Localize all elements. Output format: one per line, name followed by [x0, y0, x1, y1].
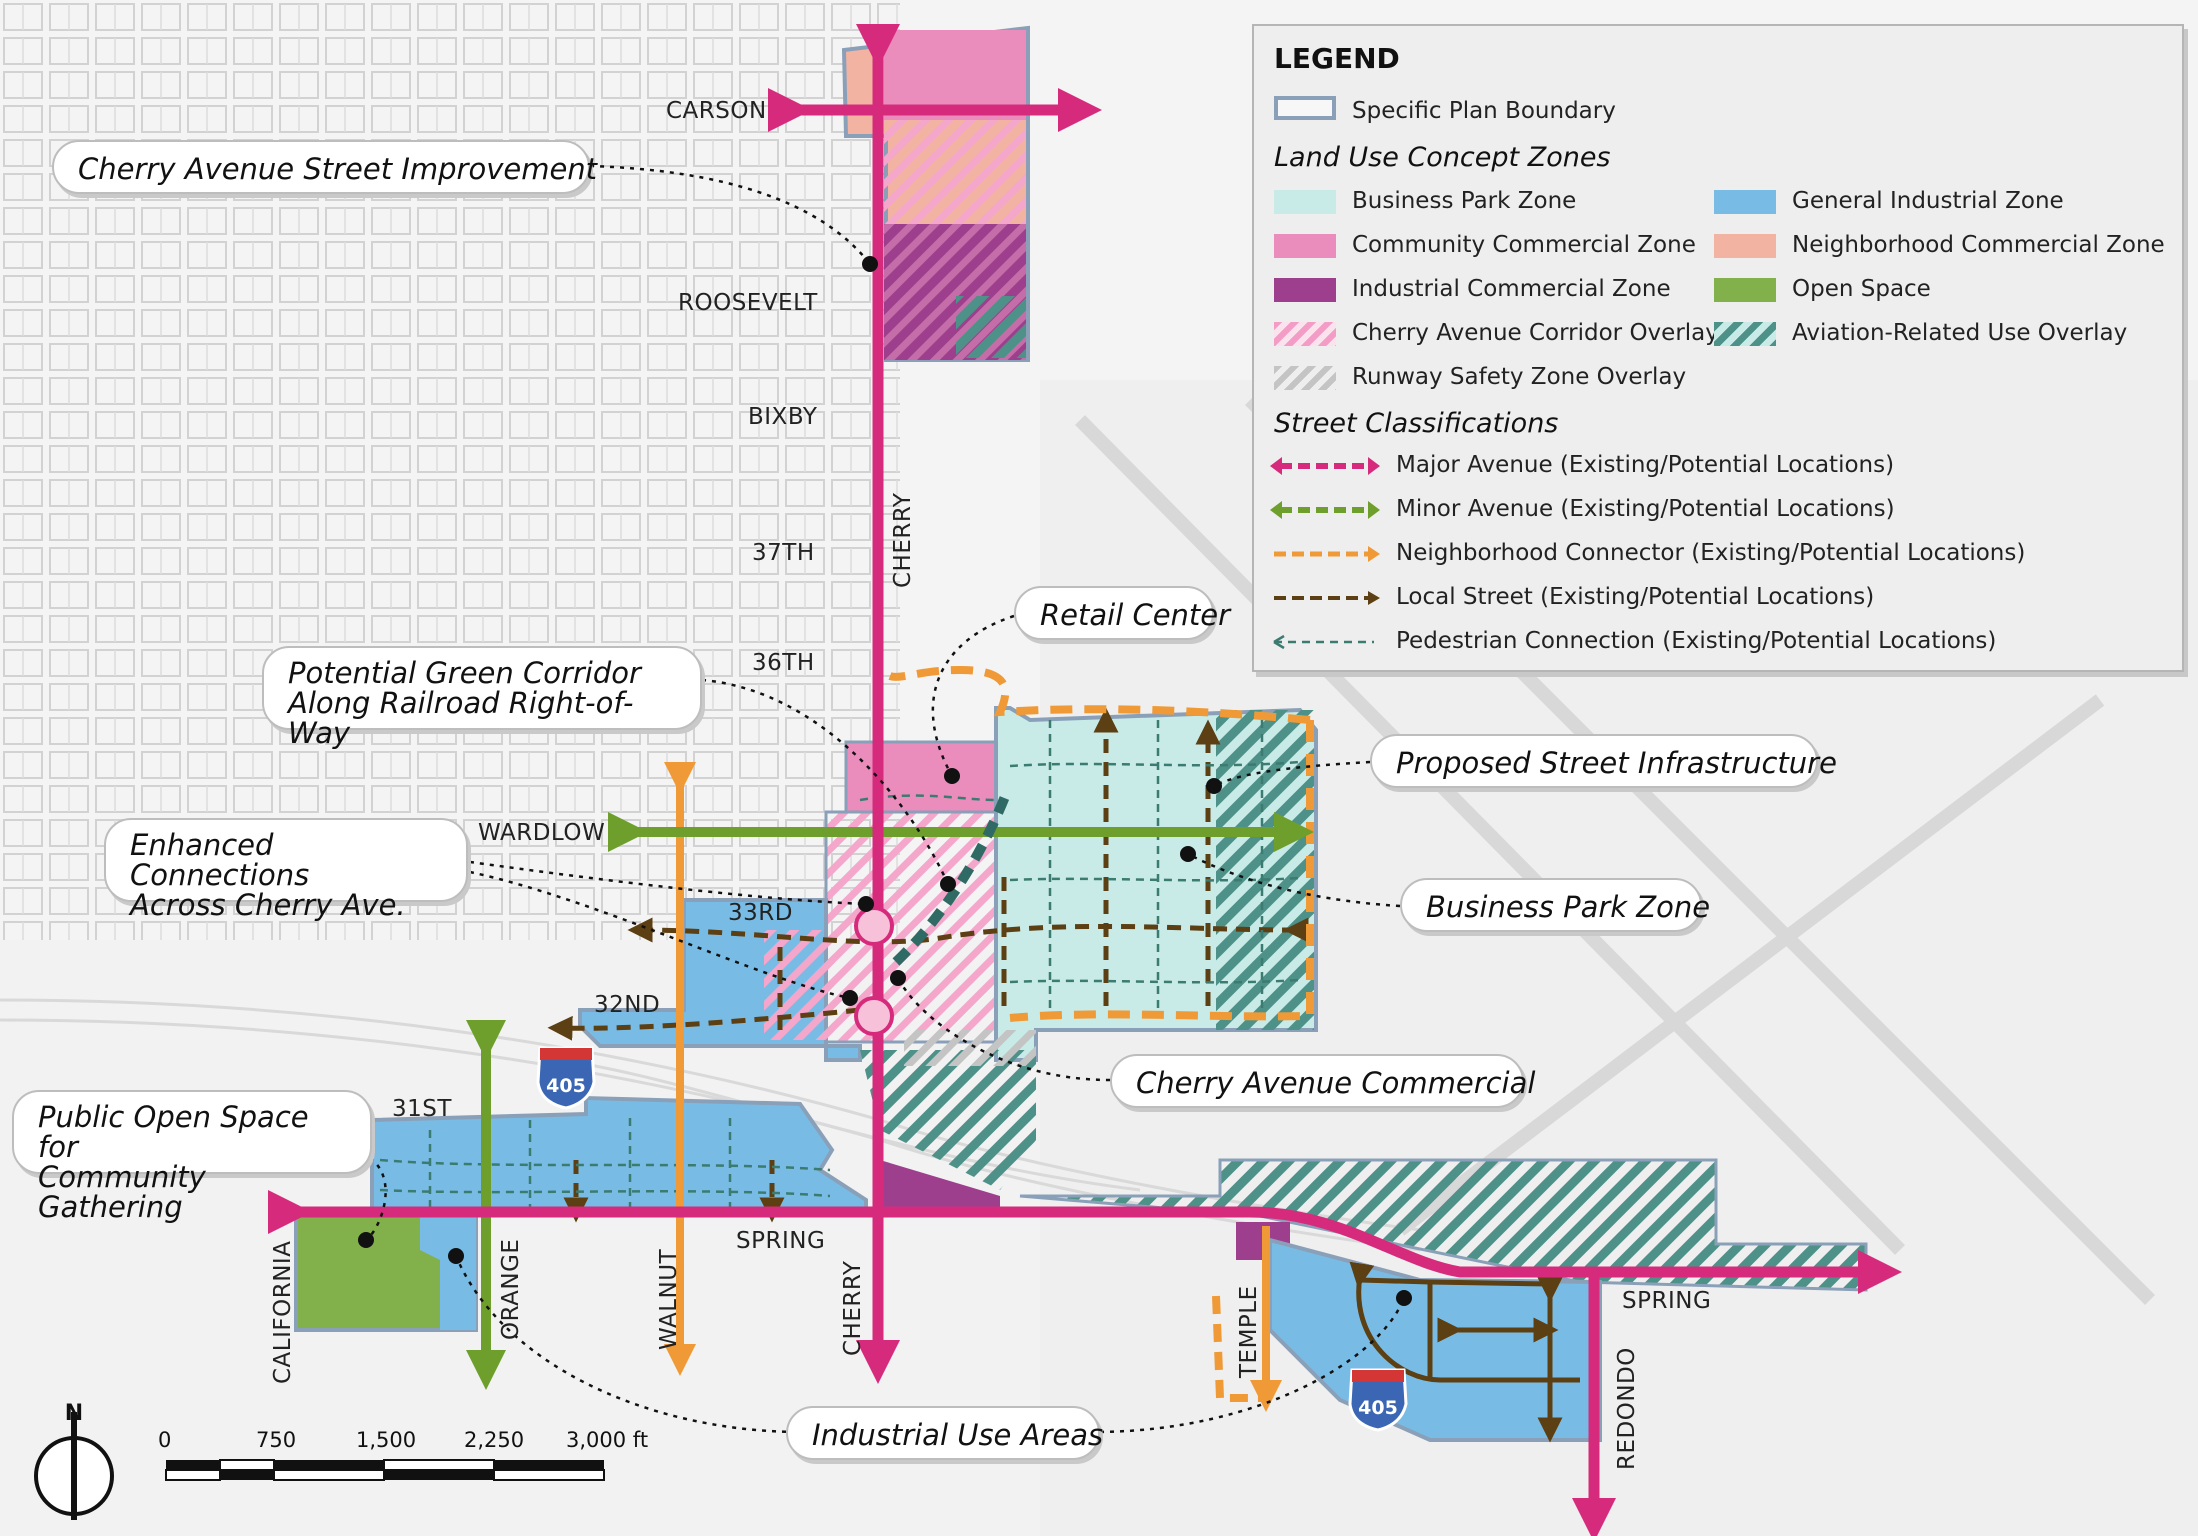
legend-label-open-space: Open Space	[1792, 276, 1931, 302]
interstate-shield-405-b: 405	[1348, 1368, 1408, 1432]
scale-tick-2250: 2,250	[464, 1428, 525, 1452]
legend-label-runway-overlay: Runway Safety Zone Overlay	[1352, 364, 1687, 390]
legend-land-use-header: Land Use Concept Zones	[1274, 142, 1611, 173]
legend-boundary-label: Specific Plan Boundary	[1352, 98, 1616, 124]
callout-leaders	[365, 164, 1406, 1434]
legend-swatch-neighborhood-commercial	[1714, 234, 1776, 258]
legend-label-cherry-overlay: Cherry Avenue Corridor Overlay	[1352, 320, 1719, 346]
callout-cherry-commercial: Cherry Avenue Commercial	[1110, 1054, 1535, 1108]
street-36th: 36TH	[752, 650, 815, 676]
local-streets	[547, 707, 1309, 1223]
legend-swatch-community-commercial	[1274, 234, 1336, 258]
street-temple: TEMPLE	[1236, 1285, 1262, 1379]
legend-panel: LEGEND Specific Plan Boundary Land Use C…	[1252, 24, 2184, 672]
legend-label-major: Major Avenue (Existing/Potential Locatio…	[1396, 452, 1895, 478]
legend-swatch-open-space	[1714, 278, 1776, 302]
street-california: CALIFORNIA	[270, 1241, 296, 1384]
street-roosevelt: ROOSEVELT	[678, 290, 818, 316]
legend-label-connector: Neighborhood Connector (Existing/Potenti…	[1396, 540, 2026, 566]
legend-label-business-park: Business Park Zone	[1352, 188, 1577, 214]
street-bixby: BIXBY	[748, 404, 818, 430]
legend-swatch-general-industrial	[1714, 190, 1776, 214]
legend-label-pedestrian: Pedestrian Connection (Existing/Potentia…	[1396, 628, 1997, 654]
scale-tick-0: 0	[158, 1428, 172, 1452]
major-avenues	[268, 24, 1902, 1536]
street-spring-east: SPRING	[1622, 1288, 1711, 1314]
scale-bar	[165, 1459, 605, 1481]
svg-text:405: 405	[546, 1075, 586, 1097]
legend-boundary-swatch	[1274, 96, 1336, 120]
street-spring: SPRING	[736, 1228, 825, 1254]
legend-swatch-business-park	[1274, 190, 1336, 214]
callout-proposed-infrastructure: Proposed Street Infrastructure	[1370, 734, 1837, 788]
svg-text:N: N	[65, 1401, 83, 1426]
scale-tick-750: 750	[256, 1428, 297, 1452]
scale-tick-3000: 3,000 ft	[566, 1428, 649, 1452]
street-33rd: 33RD	[728, 900, 793, 926]
scale-tick-1500: 1,500	[356, 1428, 417, 1452]
street-32nd: 32ND	[594, 992, 660, 1018]
street-31st: 31ST	[392, 1096, 452, 1122]
legend-line-minor	[1270, 501, 1380, 519]
street-walnut: WALNUT	[656, 1248, 682, 1350]
legend-line-major	[1270, 457, 1380, 475]
legend-label-industrial-commercial: Industrial Commercial Zone	[1352, 276, 1671, 302]
interstate-shield-405-a: 405	[536, 1046, 596, 1110]
street-redondo: REDONDO	[1614, 1347, 1640, 1470]
callout-cherry-improvement: Cherry Avenue Street Improvement	[52, 140, 597, 194]
legend-swatch-industrial-commercial	[1274, 278, 1336, 302]
street-cherry-south: CHERRY	[840, 1260, 866, 1356]
legend-label-aviation-overlay: Aviation-Related Use Overlay	[1792, 320, 2128, 346]
legend-swatch-runway-overlay	[1274, 366, 1336, 390]
cherry-crossings	[854, 906, 894, 1036]
legend-title: LEGEND	[1274, 42, 1400, 75]
street-37th: 37TH	[752, 540, 815, 566]
callout-dots	[358, 256, 1412, 1306]
legend-label-minor: Minor Avenue (Existing/Potential Locatio…	[1396, 496, 1895, 522]
legend-label-community-commercial: Community Commercial Zone	[1352, 232, 1696, 258]
street-carson: CARSON	[666, 98, 767, 124]
callout-business-park: Business Park Zone	[1400, 878, 1710, 932]
callout-industrial-use: Industrial Use Areas	[786, 1406, 1103, 1460]
legend-label-general-industrial: General Industrial Zone	[1792, 188, 2064, 214]
legend-label-local: Local Street (Existing/Potential Locatio…	[1396, 584, 1875, 610]
legend-line-pedestrian	[1273, 634, 1374, 650]
street-wardlow: WARDLOW	[478, 820, 605, 846]
street-cherry-north: CHERRY	[890, 492, 916, 588]
legend-street-header: Street Classifications	[1274, 408, 1559, 439]
legend-swatch-aviation-overlay	[1714, 322, 1776, 346]
legend-line-connector	[1274, 546, 1380, 562]
legend-swatch-cherry-overlay	[1274, 322, 1336, 346]
legend-label-neighborhood-commercial: Neighborhood Commercial Zone	[1792, 232, 2165, 258]
north-arrow: N	[34, 1401, 114, 1520]
legend-line-local	[1274, 591, 1380, 605]
street-labels: CARSON ROOSEVELT BIXBY 37TH 36TH WARDLOW…	[270, 98, 1711, 1470]
callout-retail-center: Retail Center	[1014, 586, 1230, 640]
street-orange: ORANGE	[498, 1239, 524, 1340]
svg-text:405: 405	[1358, 1397, 1398, 1419]
